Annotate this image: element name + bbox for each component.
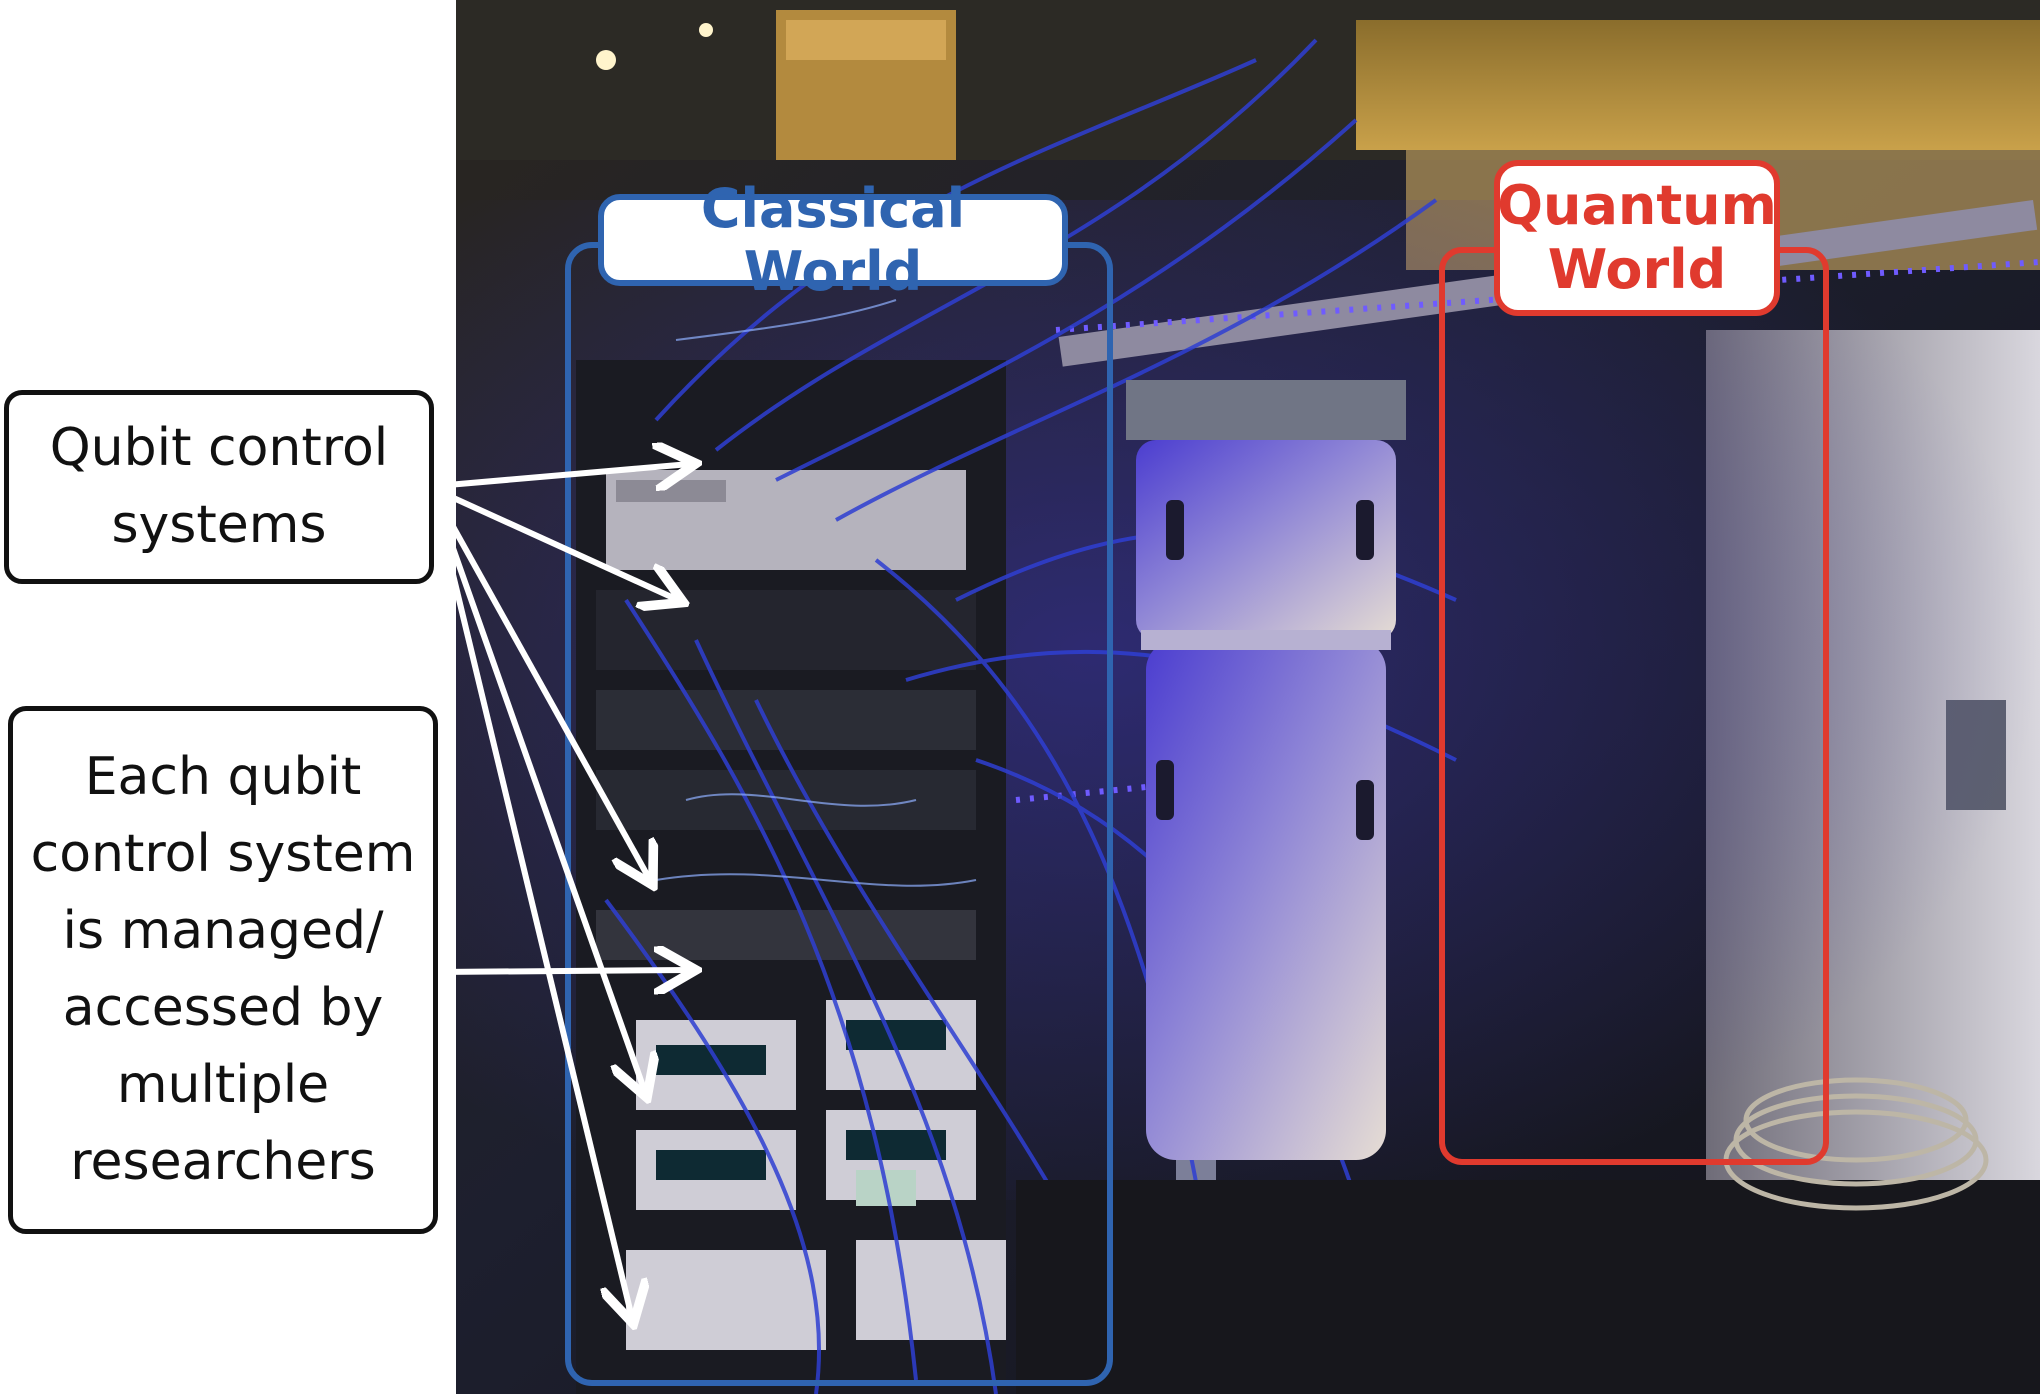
quantum-world-label: Quantum World: [1494, 160, 1780, 316]
qubit-control-text: Qubit control systems: [49, 418, 389, 555]
classical-world-label: Classical World: [598, 177, 1068, 303]
shared-access-text: Each qubit control system is managed/ ac…: [30, 747, 416, 1192]
shared-access-callout: Each qubit control system is managed/ ac…: [8, 706, 438, 1234]
classical-world-text: Classical World: [700, 177, 966, 303]
quantum-world-text: Quantum World: [1497, 174, 1777, 301]
qubit-control-callout: Qubit control systems: [4, 390, 434, 584]
